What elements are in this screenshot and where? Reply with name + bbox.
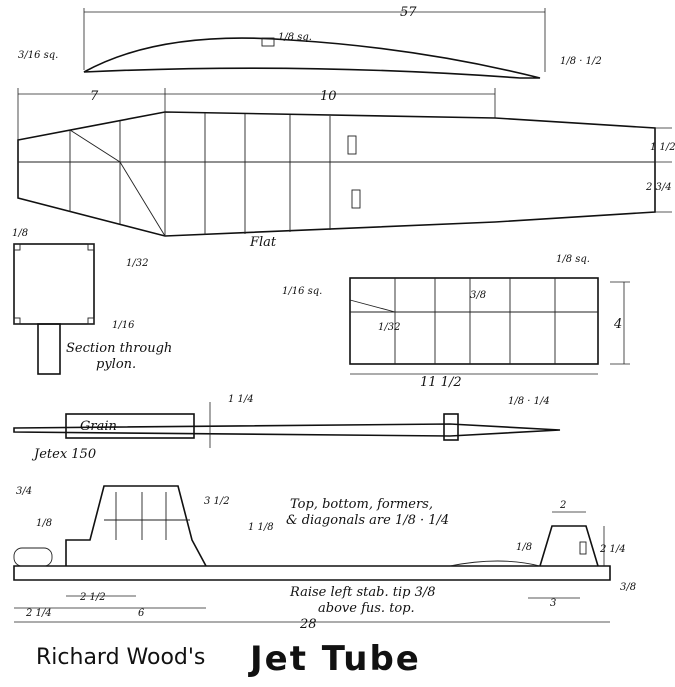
title-author: Richard Wood's xyxy=(36,645,205,670)
side-fus-h: 1 1/8 xyxy=(248,522,274,533)
pylon-section: 1/8 1/32 1/16 Section through pylon. xyxy=(12,228,172,375)
side-fin-top: 2 xyxy=(559,500,566,511)
wing-span-label: 57 xyxy=(400,5,417,20)
section-side-label: 1/32 xyxy=(126,258,148,269)
motor-grain-label: Grain xyxy=(80,419,117,434)
corner-stringer xyxy=(13,243,21,251)
fuselage-formers xyxy=(69,112,331,237)
side-fin-h: 2 1/4 xyxy=(599,544,626,555)
side-note-2: & diagonals are 1/8 · 1/4 xyxy=(286,513,449,528)
section-label-2: pylon. xyxy=(96,357,136,372)
wing-te-label: 1/8 · 1/2 xyxy=(560,56,602,67)
plan-mid-dim: 10 xyxy=(320,89,337,104)
plan-flat-note: Flat xyxy=(249,235,277,250)
tailplane: 4 11 1/2 1/16 sq. 1/8 sq. 1/32 3/8 1/8 ·… xyxy=(282,254,630,407)
corner-stringer xyxy=(87,317,95,325)
side-stab-2: above fus. top. xyxy=(318,601,415,616)
fuselage-outline xyxy=(17,111,656,237)
tailplane-outline xyxy=(349,277,599,365)
jetex-motor-case xyxy=(65,413,195,439)
wing-section: 57 1/8 sq. 3/16 sq. 1/8 · 1/2 xyxy=(18,5,602,79)
wing-le-label: 3/16 sq. xyxy=(18,50,58,61)
pylon-section-box xyxy=(13,243,95,325)
side-pylon-h: 3 1/2 xyxy=(204,496,230,507)
tailplane-tip: 3/8 xyxy=(470,290,486,301)
wing-rib-outline xyxy=(83,37,541,79)
motor-boom-stick xyxy=(13,423,561,437)
side-pylon-pos: 2 1/2 xyxy=(79,592,106,603)
side-fin-base: 3 xyxy=(550,598,556,609)
side-stab-1: Raise left stab. tip 3/8 xyxy=(289,585,436,600)
wing-spar-label: 1/8 sq. xyxy=(278,32,312,43)
tailplane-te: 1/8 · 1/4 xyxy=(508,396,550,407)
pylon-side xyxy=(65,485,207,567)
side-view: 3/4 1/8 3 1/2 1 1/8 Top, bottom, formers… xyxy=(13,485,636,632)
pylon-mount-rear xyxy=(351,189,361,209)
side-note-1: Top, bottom, formers, xyxy=(290,497,433,512)
plan-depth-b: 2 3/4 xyxy=(645,182,672,193)
side-length: 28 xyxy=(299,617,317,632)
motor-side xyxy=(13,547,53,567)
corner-stringer xyxy=(13,317,21,325)
tailplane-rib: 1/32 xyxy=(378,322,400,333)
boom-fitting xyxy=(443,413,459,441)
section-pylon-label: 1/16 xyxy=(112,320,135,331)
section-label-1: Section through xyxy=(66,341,172,356)
motor-dia-label: 1 1/4 xyxy=(228,394,254,405)
plan-title: Richard Wood's Jet Tube xyxy=(36,639,421,679)
tailplane-le: 1/16 sq. xyxy=(282,286,322,297)
motor-name-label: Jetex 150 xyxy=(31,447,96,462)
side-fin-in: 1/8 xyxy=(516,542,532,553)
side-pylon-top: 3/4 xyxy=(16,486,32,497)
fuselage-side xyxy=(13,565,611,581)
side-nose: 2 1/4 xyxy=(25,608,52,619)
section-corner-label: 1/8 xyxy=(12,228,28,239)
side-pylon-in: 1/8 xyxy=(36,518,52,529)
corner-stringer xyxy=(87,243,95,251)
motor-boom: Grain 1 1/4 Jetex 150 xyxy=(13,394,561,462)
tailplane-spar: 1/8 sq. xyxy=(556,254,590,265)
fin-side xyxy=(539,525,599,567)
title-model: Jet Tube xyxy=(248,639,421,679)
plan-depth-a: 1 1/2 xyxy=(650,142,675,153)
pylon-mount-front xyxy=(347,135,357,155)
tailplane-span: 11 1/2 xyxy=(420,375,462,390)
fuselage-plan: 7 10 1 1/2 2 3/4 Flat xyxy=(17,88,675,250)
side-fin-foot: 3/8 xyxy=(620,582,636,593)
fin-mount xyxy=(579,541,587,555)
tailplane-chord: 4 xyxy=(613,317,622,332)
plan-front-dim: 7 xyxy=(90,89,99,104)
wing-spar xyxy=(261,37,275,47)
stab-tip-curve xyxy=(449,560,541,567)
side-pylon-len: 6 xyxy=(138,608,145,619)
pylon-diagonals xyxy=(104,492,190,540)
tailplane-ribs xyxy=(349,278,556,364)
pylon-stem xyxy=(37,323,61,375)
